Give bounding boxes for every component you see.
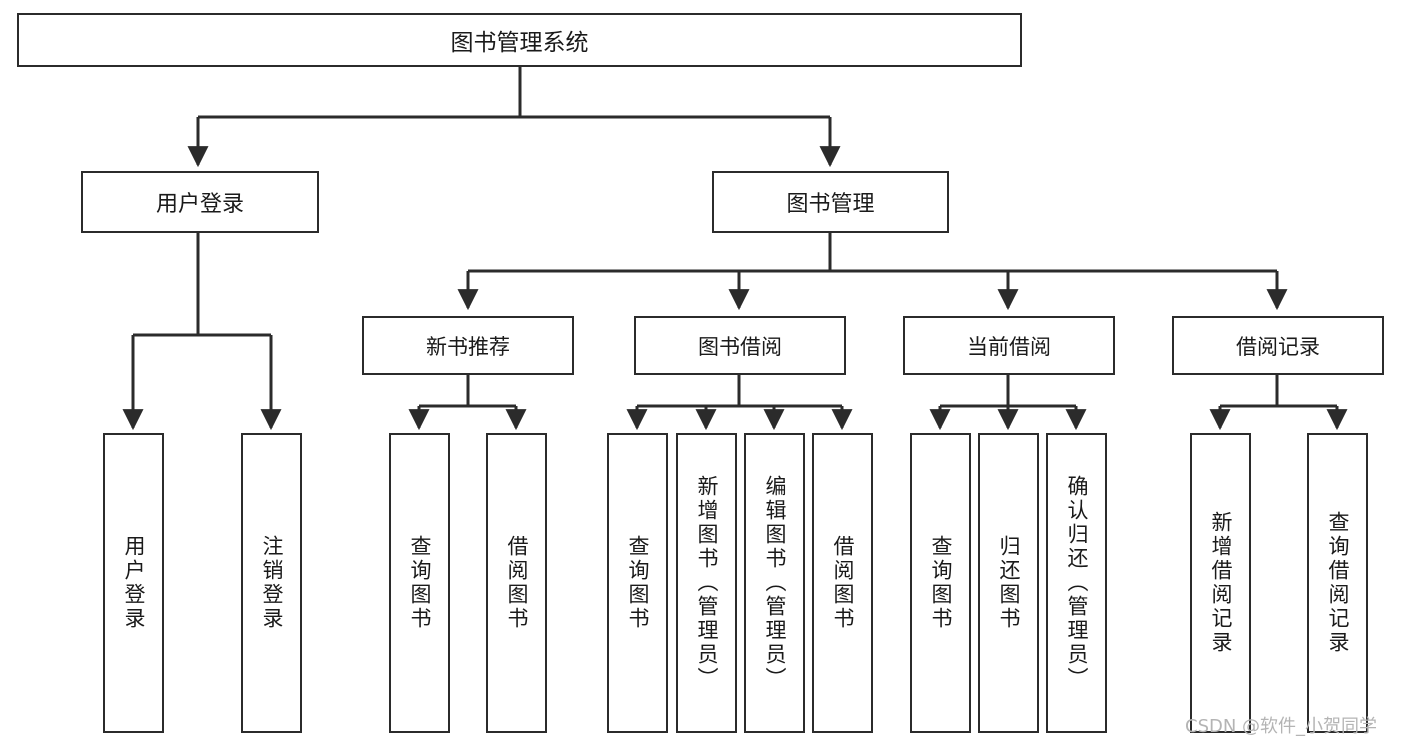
leaf-query-book-borrow[interactable]: 查询图书 xyxy=(607,433,668,733)
node-label: 图书管理系统 xyxy=(450,30,589,56)
node-label: 新增图书（管理员） xyxy=(695,475,719,691)
leaf-query-borrow-record[interactable]: 查询借阅记录 xyxy=(1307,433,1368,733)
leaf-query-book-current[interactable]: 查询图书 xyxy=(910,433,971,733)
watermark-text: CSDN @软件_小贺同学 xyxy=(1185,716,1378,737)
leaf-user-login[interactable]: 用户登录 xyxy=(103,433,164,733)
leaf-query-book-recommend[interactable]: 查询图书 xyxy=(389,433,450,733)
node-user-login[interactable]: 用户登录 xyxy=(81,171,319,233)
node-current-borrow[interactable]: 当前借阅 xyxy=(903,316,1115,375)
leaf-borrow-book-recommend[interactable]: 借阅图书 xyxy=(486,433,547,733)
node-borrow-record[interactable]: 借阅记录 xyxy=(1172,316,1384,375)
node-label: 新增借阅记录 xyxy=(1209,511,1233,655)
node-label: 借阅图书 xyxy=(831,535,855,631)
leaf-logout[interactable]: 注销登录 xyxy=(241,433,302,733)
leaf-add-borrow-record[interactable]: 新增借阅记录 xyxy=(1190,433,1251,733)
node-label: 用户登录 xyxy=(155,192,244,217)
node-book-management[interactable]: 图书管理 xyxy=(712,171,949,233)
leaf-edit-book-admin[interactable]: 编辑图书（管理员） xyxy=(744,433,805,733)
node-label: 当前借阅 xyxy=(967,334,1051,359)
node-label: 归还图书 xyxy=(997,535,1021,631)
node-label: 用户登录 xyxy=(122,535,146,631)
leaf-return-book[interactable]: 归还图书 xyxy=(978,433,1039,733)
node-root-system[interactable]: 图书管理系统 xyxy=(17,13,1022,67)
node-label: 图书管理 xyxy=(786,192,875,217)
node-label: 图书借阅 xyxy=(698,334,782,359)
leaf-borrow-book[interactable]: 借阅图书 xyxy=(812,433,873,733)
node-label: 注销登录 xyxy=(260,535,284,631)
node-label: 新书推荐 xyxy=(426,334,510,359)
node-new-book-recommend[interactable]: 新书推荐 xyxy=(362,316,574,375)
leaf-confirm-return-admin[interactable]: 确认归还（管理员） xyxy=(1046,433,1107,733)
node-label: 查询图书 xyxy=(929,535,953,631)
node-label: 确认归还（管理员） xyxy=(1065,475,1089,691)
node-book-borrow[interactable]: 图书借阅 xyxy=(634,316,846,375)
node-label: 查询图书 xyxy=(626,535,650,631)
node-label: 编辑图书（管理员） xyxy=(763,475,787,691)
node-label: 查询图书 xyxy=(408,535,432,631)
leaf-add-book-admin[interactable]: 新增图书（管理员） xyxy=(676,433,737,733)
node-label: 借阅图书 xyxy=(505,535,529,631)
node-label: 借阅记录 xyxy=(1236,334,1320,359)
node-label: 查询借阅记录 xyxy=(1326,511,1350,655)
